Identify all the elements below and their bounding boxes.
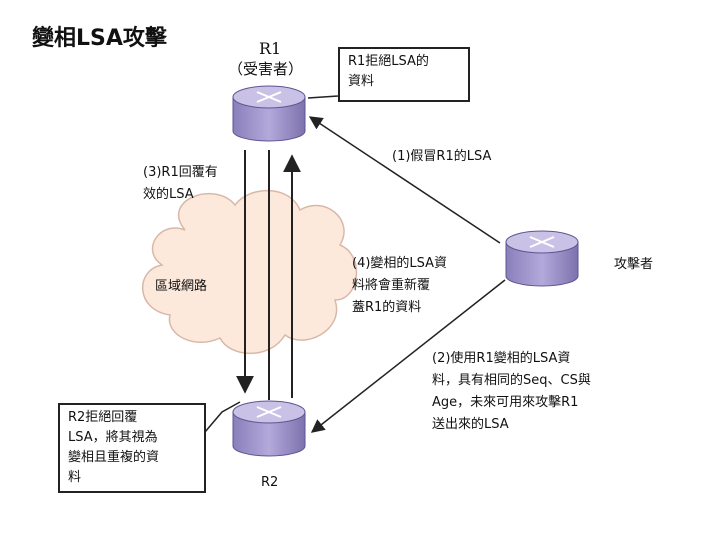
r1-reject-callout: R1拒絕LSA的 資料 xyxy=(338,47,470,102)
step1-arrow xyxy=(308,116,501,244)
step4-label-line-3: 蓋R1的資料 xyxy=(352,300,422,315)
page-title: 變相LSA攻擊 xyxy=(32,26,167,51)
router-attacker-icon xyxy=(505,230,579,287)
router-r1-icon xyxy=(232,85,306,142)
r1-name: R1 xyxy=(259,39,282,58)
r1-reject-line-1: R1拒絕LSA的 xyxy=(348,54,429,69)
step4-label-line-1: (4)變相的LSA資 xyxy=(352,256,448,271)
lan-label: 區域網路 xyxy=(155,279,208,294)
r2-reject-line-3: 變相且重複的資 xyxy=(68,450,160,465)
step3-label-line-2: 效的LSA xyxy=(143,187,194,202)
step2-label-line-1: (2)使用R1變相的LSA資 xyxy=(432,351,571,366)
router-r2-icon xyxy=(232,400,306,457)
r1-reject-line-2: 資料 xyxy=(348,74,375,89)
step2-label-line-3: Age，未來可用來攻擊R1 xyxy=(432,395,579,410)
r2-reject-line-1: R2拒絕回覆 xyxy=(68,410,138,425)
r1-role: （受害者） xyxy=(228,60,304,78)
r2-callout-pointer xyxy=(204,401,241,433)
step2-label-line-2: 料，具有相同的Seq、CS與 xyxy=(432,373,591,388)
step4-label-line-2: 料將會重新覆 xyxy=(352,278,431,293)
step1-label: (1)假冒R1的LSA xyxy=(392,149,492,164)
r2-reject-callout: R2拒絕回覆 LSA，將其視為 變相且重複的資 料 xyxy=(58,403,206,493)
lan-cloud xyxy=(141,189,357,355)
r2-name: R2 xyxy=(261,475,279,490)
r2-reject-line-4: 料 xyxy=(68,470,82,485)
attacker-label: 攻擊者 xyxy=(614,257,654,272)
step2-label-line-4: 送出來的LSA xyxy=(432,417,509,432)
step2-arrow xyxy=(310,279,506,433)
r2-reject-line-2: LSA，將其視為 xyxy=(68,430,158,445)
step3-label-line-1: (3)R1回覆有 xyxy=(143,165,218,180)
